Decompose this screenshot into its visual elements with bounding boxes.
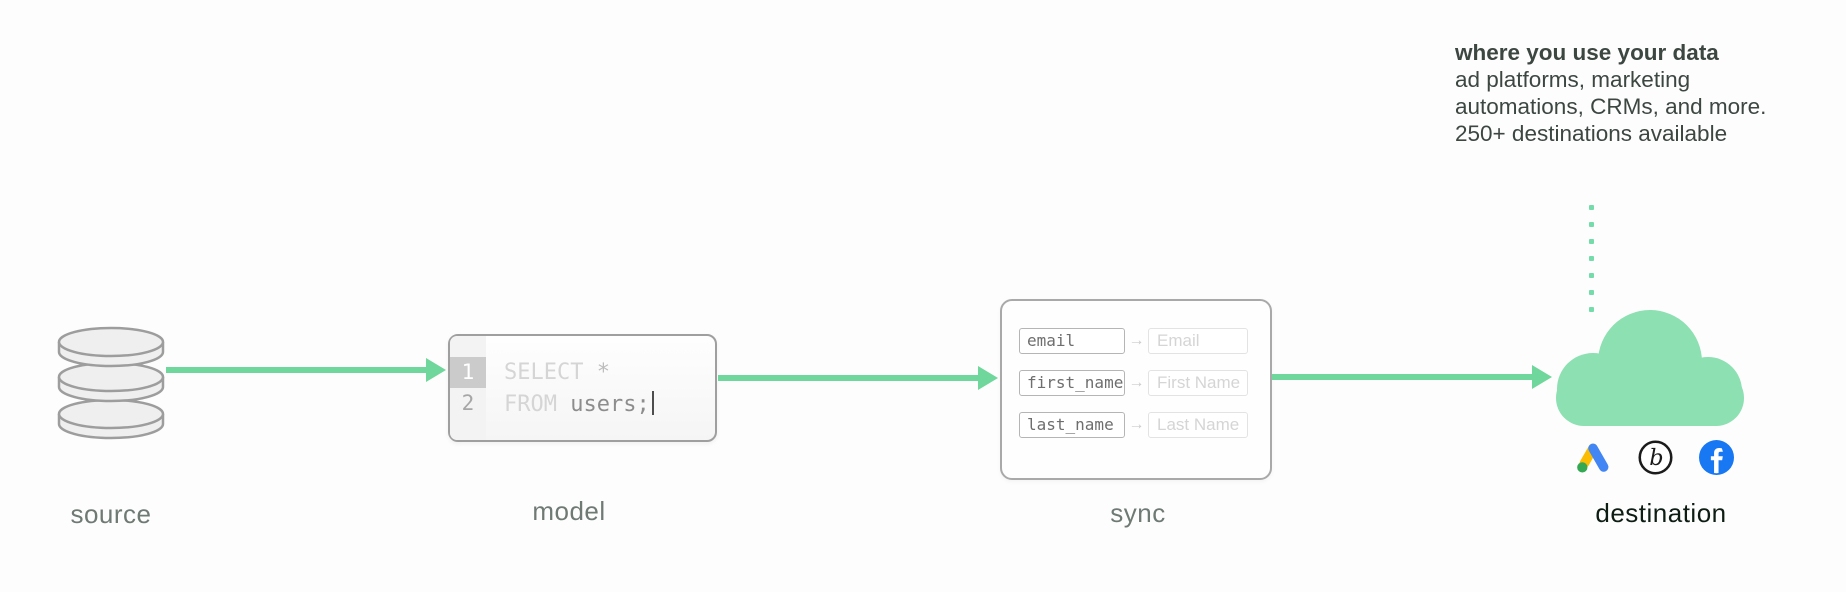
text-cursor [651, 390, 655, 415]
sync-label: sync [1110, 498, 1166, 528]
code-text-1: SELECT * [504, 360, 610, 385]
destination-note-line: ad platforms, marketing [1455, 67, 1691, 92]
cloud-icon [1556, 310, 1744, 426]
mapping-row: first_name → First Name [1019, 370, 1270, 396]
code-line-2: 2 FROM users; [450, 388, 715, 419]
mapping-arrow-icon: → [1128, 332, 1145, 349]
source-field-box: first_name [1019, 370, 1125, 396]
database-icon [56, 326, 166, 440]
mapping-row: email → Email [1019, 328, 1270, 354]
model-label: model [532, 496, 606, 526]
braze-icon: b [1638, 440, 1673, 475]
arrow-source-to-model [166, 367, 426, 373]
destination-icons: b [1574, 440, 1734, 475]
svg-text:b: b [1649, 445, 1663, 471]
google-ads-icon [1577, 443, 1609, 473]
source-field-box: last_name [1019, 412, 1125, 438]
field-mapping-panel: email → Email first_name → First Name la… [1000, 299, 1272, 480]
destination-field-box: First Name [1148, 370, 1248, 396]
sql-editor: 1 SELECT * 2 FROM users; [448, 334, 717, 442]
destination-label: destination [1595, 498, 1727, 528]
line-number-gutter [450, 336, 486, 440]
mapping-row: last_name → Last Name [1019, 412, 1270, 438]
line-number-1: 1 [450, 357, 486, 388]
destination-note-heading: where you use your data [1455, 40, 1719, 65]
destination-note-line: automations, CRMs, and more. [1455, 94, 1767, 119]
destination-note-line: 250+ destinations available [1455, 121, 1728, 146]
code-text-2: FROM users; [504, 390, 655, 417]
arrow-model-to-sync [718, 375, 978, 381]
destination-field-box: Email [1148, 328, 1248, 354]
code-line-1: 1 SELECT * [450, 357, 715, 388]
dotted-connector [1589, 205, 1594, 312]
mapping-arrow-icon: → [1128, 416, 1145, 433]
destination-note: where you use your data ad platforms, ma… [1455, 39, 1795, 147]
source-label: source [70, 499, 152, 529]
line-number-2: 2 [461, 391, 475, 415]
arrow-sync-to-destination [1272, 374, 1532, 380]
mapping-arrow-icon: → [1128, 374, 1145, 391]
source-field-box: email [1019, 328, 1125, 354]
facebook-icon [1699, 440, 1734, 475]
destination-field-box: Last Name [1148, 412, 1248, 438]
